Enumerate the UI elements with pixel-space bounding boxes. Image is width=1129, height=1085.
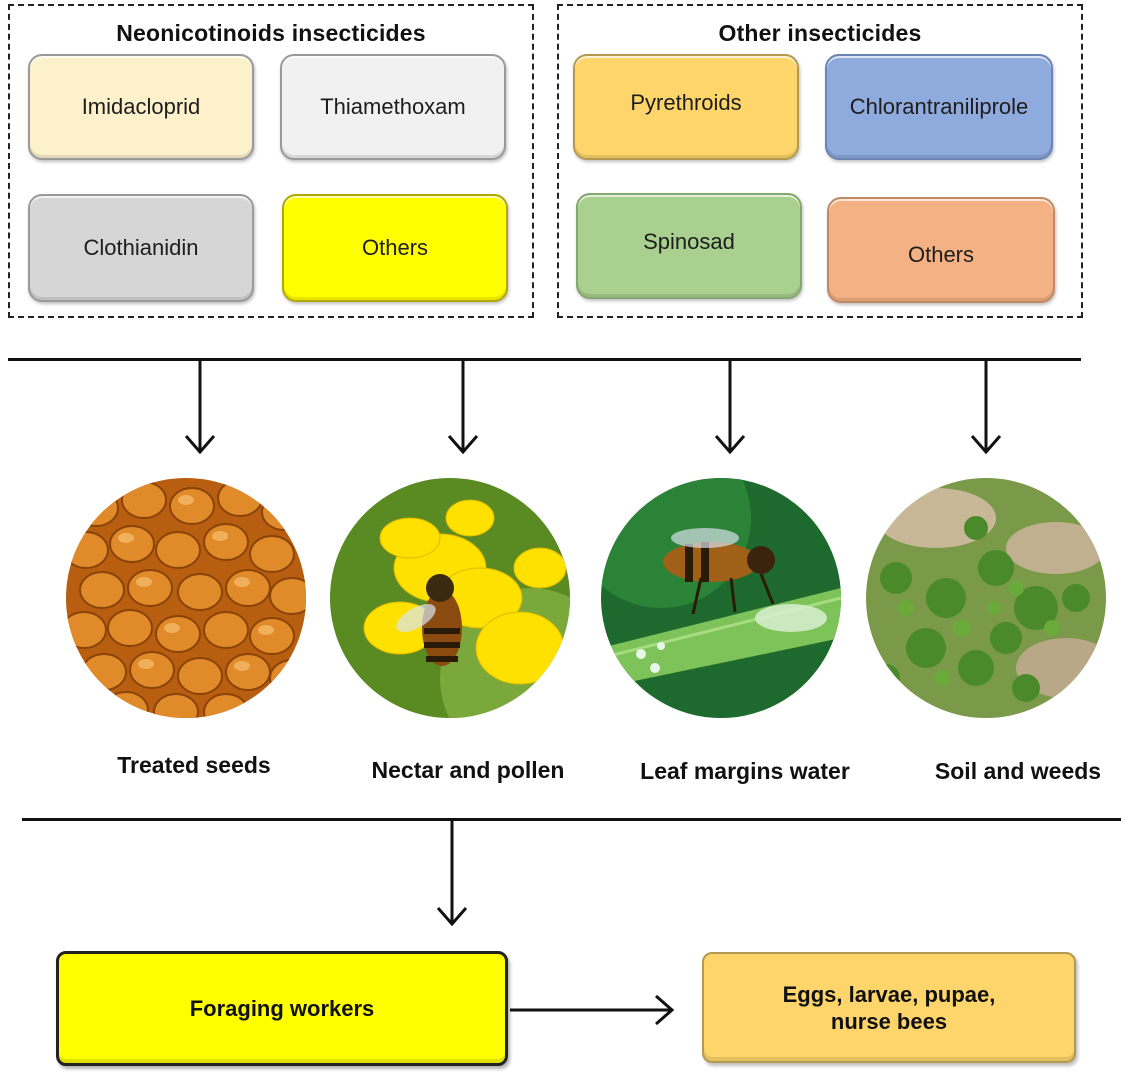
arrowhead-nectar [447,435,479,455]
foraging-workers-box: Foraging workers [56,951,508,1066]
neonicotinoids-title: Neonicotinoids insecticides [116,20,426,46]
brood-label-line1: Eggs, larvae, pupae, [782,981,996,1007]
caption-leaf-water: Leaf margins water [640,758,850,784]
clothianidin-label: Clothianidin [83,235,199,260]
other-insecticides-group: Other insecticides [557,4,1083,318]
caption-treated-seeds: Treated seeds [117,752,271,778]
soil-grass-image [866,478,1106,718]
thiamethoxam-label: Thiamethoxam [320,94,466,119]
foraging-to-brood-arrow [510,994,675,1026]
top-distribution-line [8,358,1081,361]
spinosad-label: Spinosad [643,229,735,254]
neonicotinoids-group: Neonicotinoids insecticides [8,4,534,318]
collector-arrow [436,820,468,927]
brood-label-line2: nurse bees [830,1008,948,1034]
bee-on-leaf-image [601,478,841,718]
corn-kernels-image [66,478,306,718]
thiamethoxam-box: Thiamethoxam [280,54,506,160]
brood-box: Eggs, larvae, pupae, nurse bees [702,952,1076,1063]
pyrethroids-label: Pyrethroids [630,90,742,115]
other-others-box: Others [827,197,1055,303]
other-others-label: Others [907,242,975,267]
caption-nectar-pollen: Nectar and pollen [371,757,565,783]
chlorantraniliprole-box: Chlorantraniliprole [825,54,1053,160]
bee-on-flower-image [330,478,570,718]
neonic-others-box: Others [282,194,508,302]
pyrethroids-box: Pyrethroids [573,54,799,160]
clothianidin-box: Clothianidin [28,194,254,302]
chlorantraniliprole-label: Chlorantraniliprole [849,94,1029,119]
imidacloprid-box: Imidacloprid [28,54,254,160]
bottom-collector-line [22,818,1121,821]
arrowhead-soil [970,435,1002,455]
arrowhead-seeds [184,435,216,455]
source-arrows [184,360,1002,455]
imidacloprid-label: Imidacloprid [81,94,201,119]
neonic-others-label: Others [361,235,429,260]
foraging-workers-label: Foraging workers [189,996,375,1021]
arrowhead-leaf [714,435,746,455]
spinosad-box: Spinosad [576,193,802,299]
other-insecticides-title: Other insecticides [718,20,922,46]
caption-soil-weeds: Soil and weeds [934,758,1102,784]
